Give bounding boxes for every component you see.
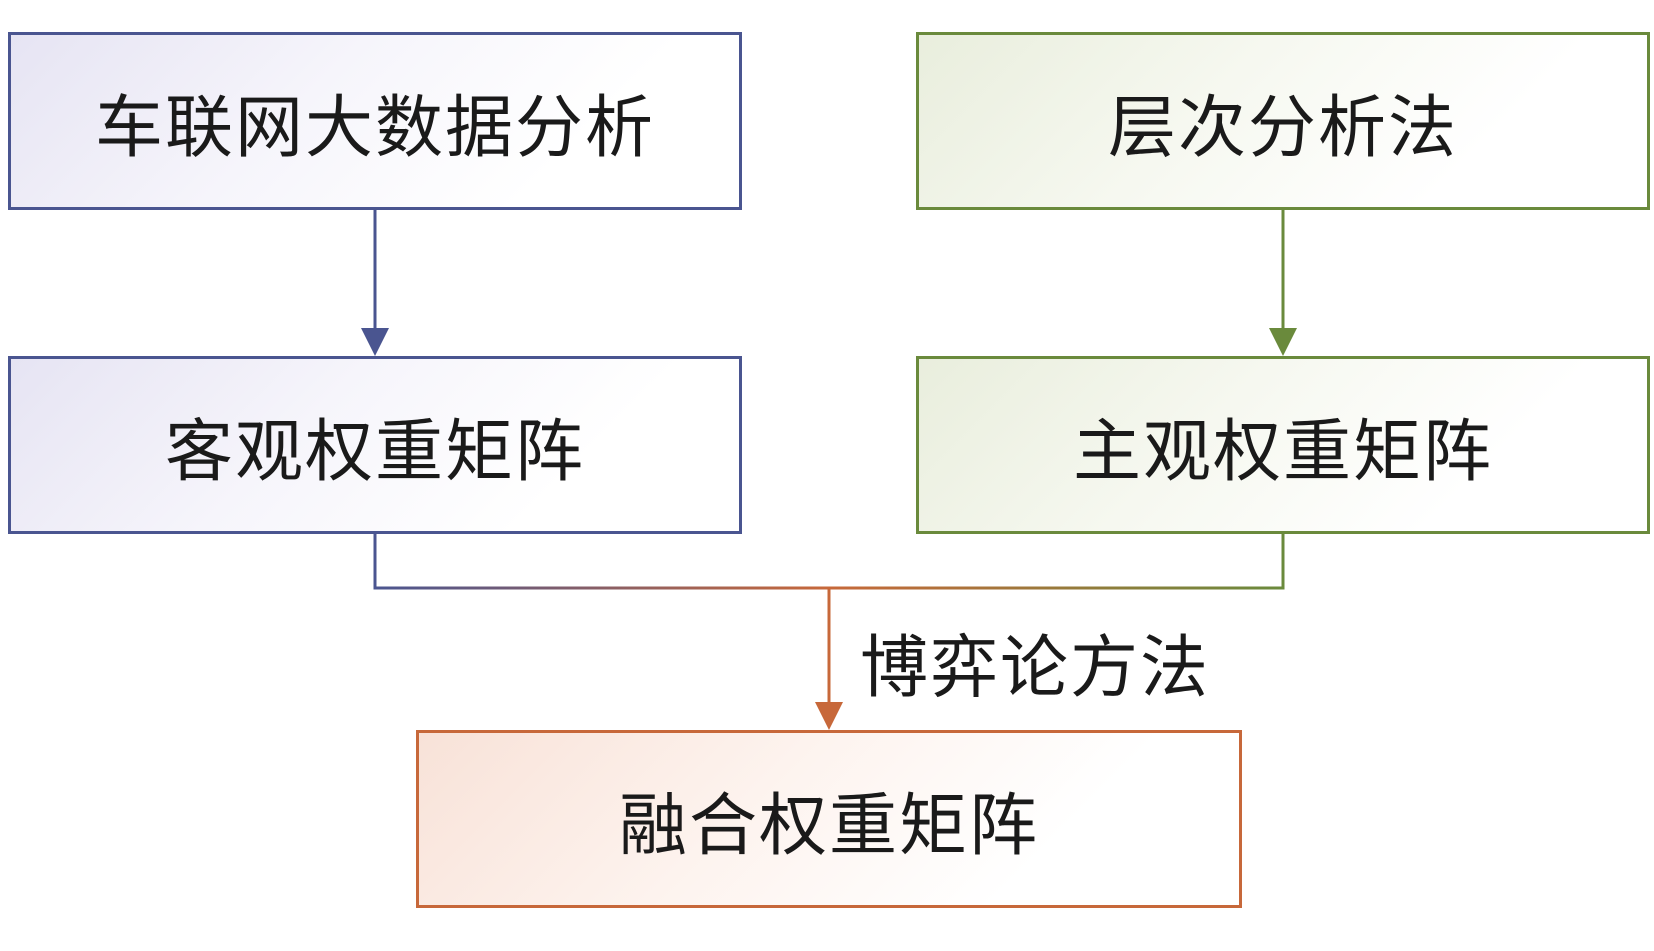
node-fused-label: 融合权重矩阵 — [618, 786, 1039, 866]
node-subjective-label: 主观权重矩阵 — [1072, 412, 1493, 492]
node-bigdata-label: 车联网大数据分析 — [94, 88, 655, 168]
node-objective-label: 客观权重矩阵 — [164, 412, 585, 492]
edge-label-game-theory: 博弈论方法 — [860, 629, 1211, 708]
node-subjective-weights: 主观权重矩阵 — [916, 356, 1650, 534]
arrowhead-subjective — [1269, 328, 1297, 356]
merge-line — [373, 534, 1285, 590]
node-ahp-label: 层次分析法 — [1107, 88, 1458, 168]
node-ahp: 层次分析法 — [916, 32, 1650, 210]
node-bigdata-analysis: 车联网大数据分析 — [8, 32, 742, 210]
node-objective-weights: 客观权重矩阵 — [8, 356, 742, 534]
node-fused-weights: 融合权重矩阵 — [416, 730, 1242, 908]
arrowhead-fused — [815, 702, 843, 730]
arrowhead-objective — [361, 328, 389, 356]
